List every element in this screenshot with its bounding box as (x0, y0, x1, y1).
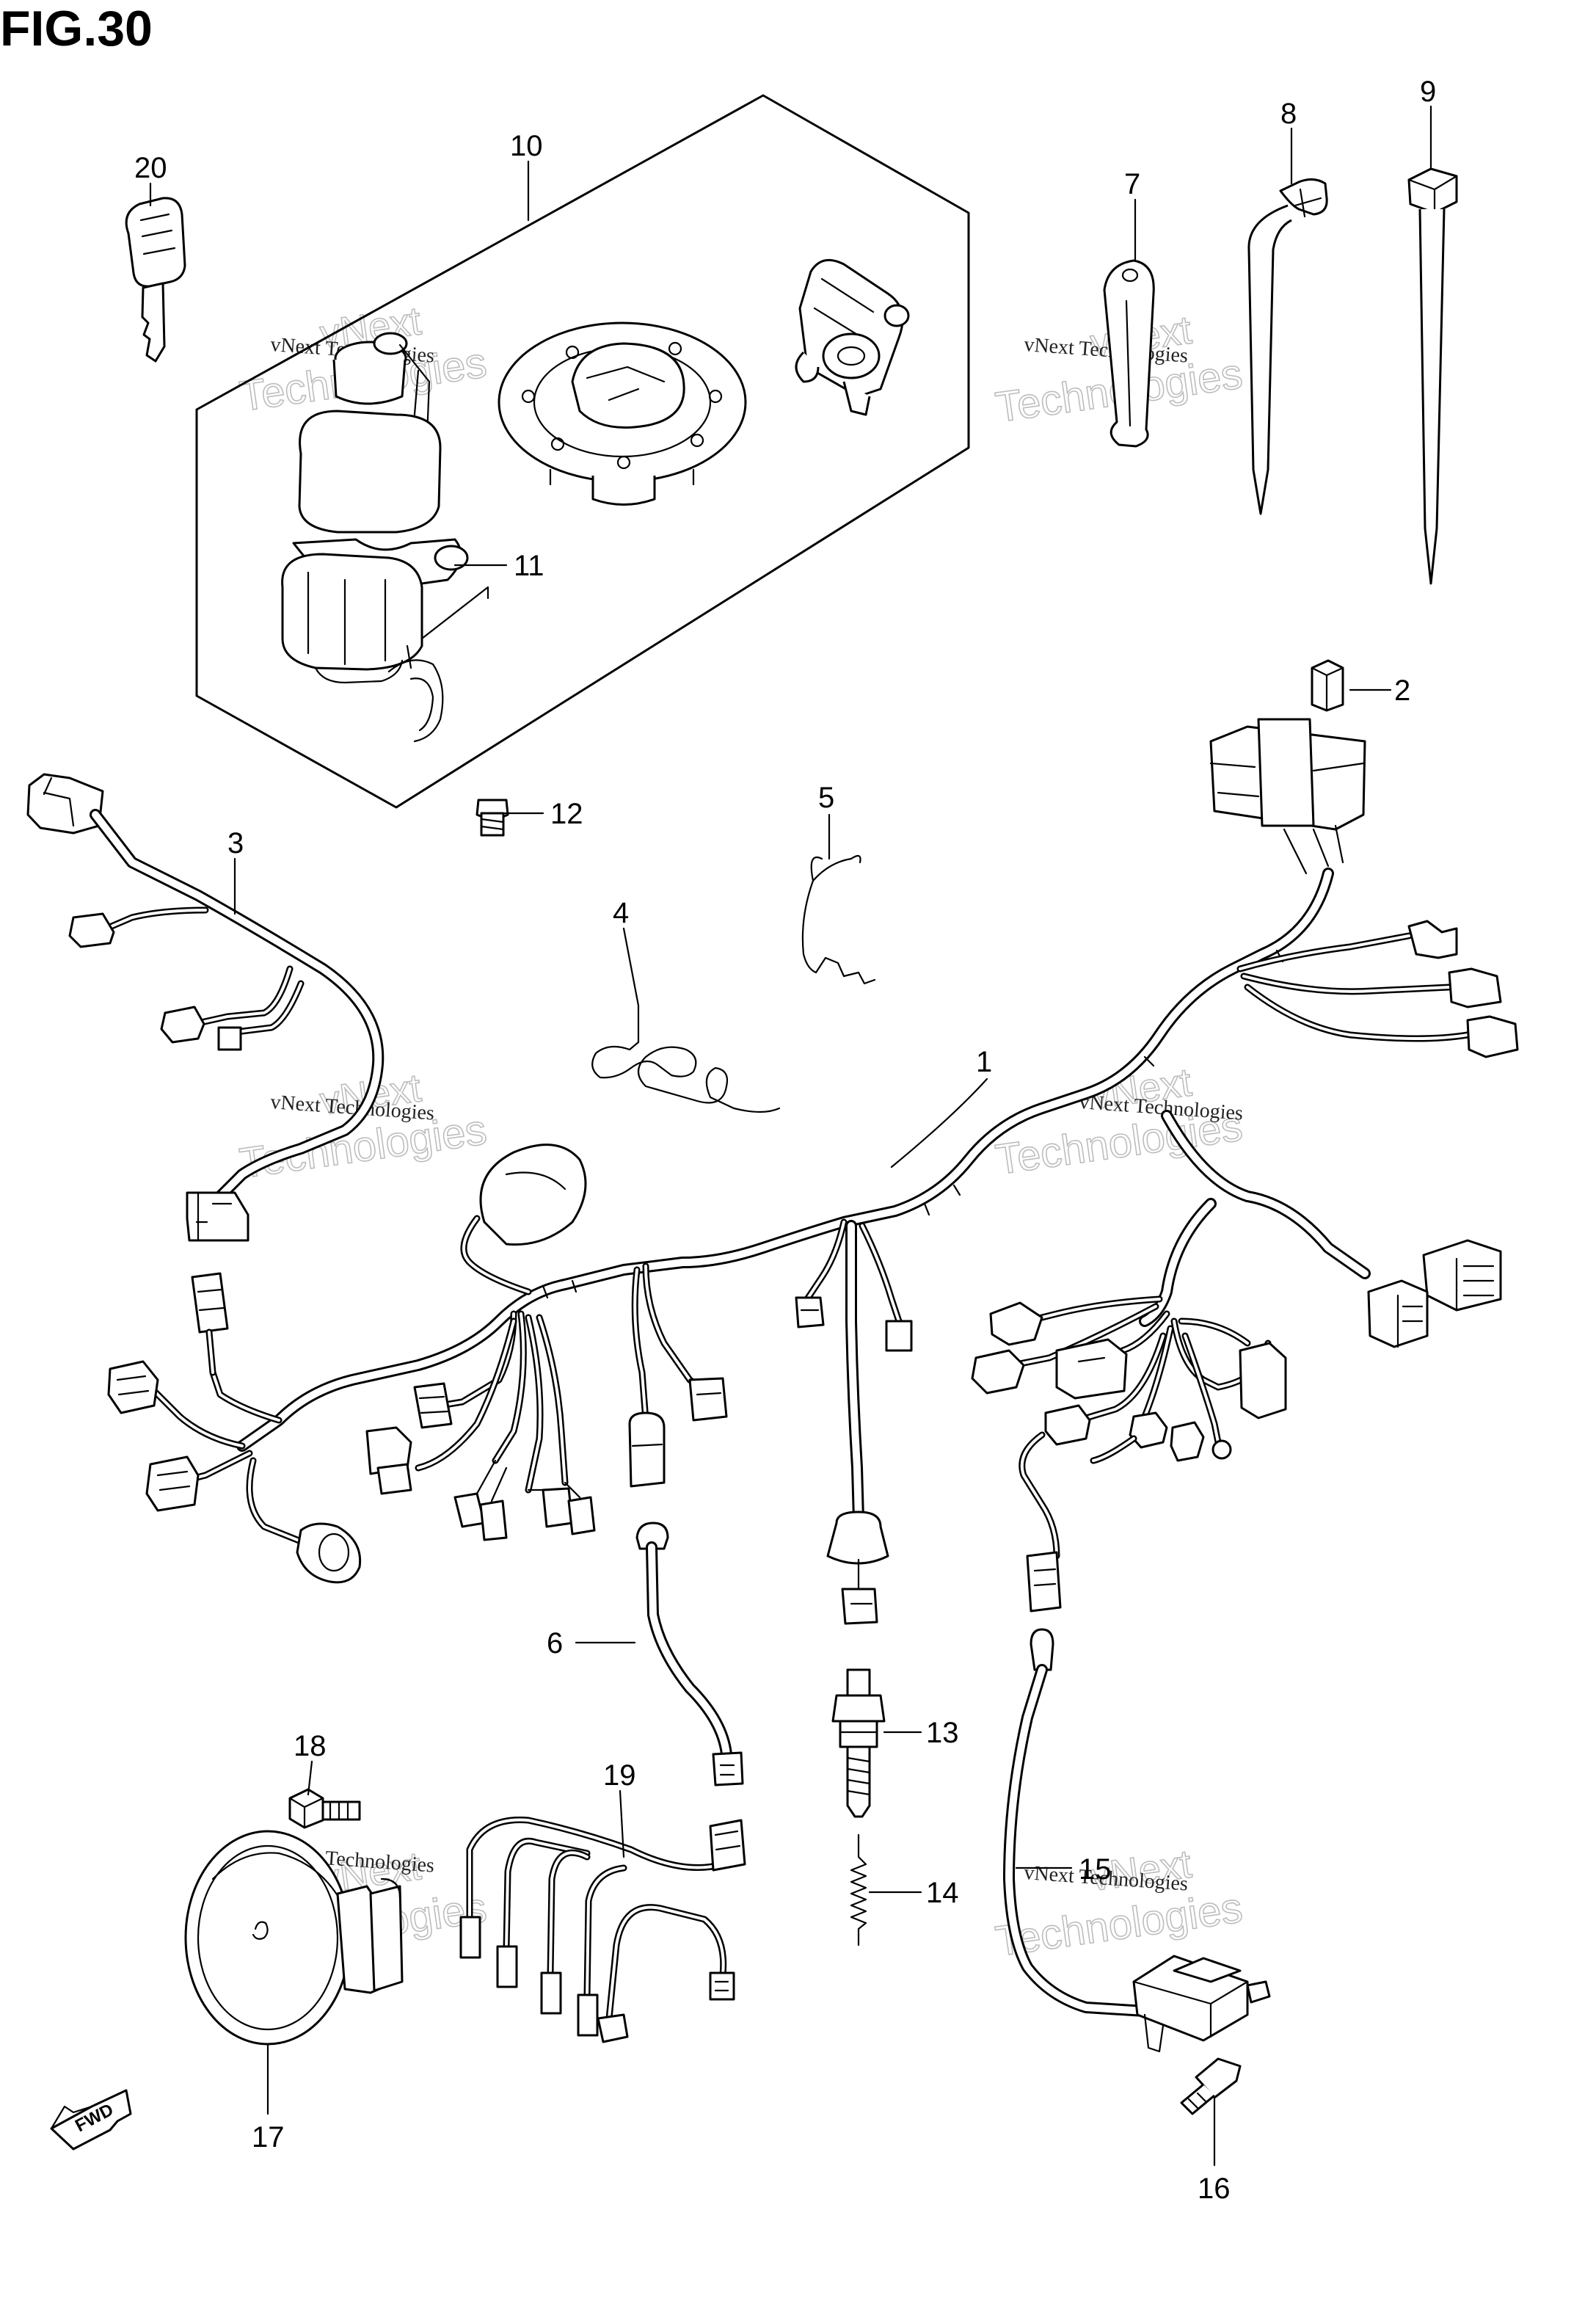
part-17-horn (184, 1830, 404, 2046)
fuse-box (1209, 718, 1366, 875)
part-7-clamp (1103, 259, 1155, 448)
part-6-lead-wire (635, 1522, 744, 1786)
part-8-clamp-tie (1247, 178, 1328, 515)
callout-9: 9 (1420, 76, 1436, 108)
callout-4: 4 (613, 897, 629, 929)
part-4-clip (591, 1004, 781, 1113)
part-5-clip (801, 854, 876, 985)
callout-10: 10 (510, 130, 543, 162)
part-9-cable-tie (1407, 167, 1458, 585)
seat-lock (795, 258, 910, 416)
part-3-sub-harness (26, 773, 385, 1242)
callout-13: 13 (926, 1717, 959, 1749)
part-20-key (125, 197, 186, 363)
part-12-screw (475, 799, 509, 837)
callout-6: 6 (547, 1627, 563, 1660)
callout-19: 19 (603, 1759, 636, 1792)
callout-3: 3 (227, 827, 244, 859)
figure-title: FIG.30 (0, 1, 153, 57)
callout-11: 11 (514, 550, 544, 582)
callout-15: 15 (1079, 1853, 1112, 1886)
callout-2: 2 (1394, 675, 1410, 707)
callout-18: 18 (294, 1730, 327, 1762)
part-18-bolt (288, 1788, 361, 1829)
part-11-ignition-switch (281, 332, 489, 743)
callout-5: 5 (818, 782, 834, 814)
part-2-fuse (1311, 659, 1344, 712)
part-1-main-harness (107, 868, 1519, 1625)
part-15-switch-wire (1003, 1628, 1271, 2053)
callout-20: 20 (134, 152, 167, 184)
callout-labels: 1 2 3 4 5 6 7 8 9 10 11 12 13 14 15 16 1… (134, 76, 1436, 2205)
callout-12: 12 (550, 798, 583, 830)
watermarks: Technologies vNext vNext Technologies Te… (236, 298, 1246, 1966)
part-16-screw (1180, 2057, 1242, 2115)
part-13-switch (831, 1668, 886, 1818)
part-10-lock-set-box (195, 94, 970, 809)
fuel-tank-cap (498, 321, 747, 506)
callout-17: 17 (252, 2121, 285, 2153)
leader-lines (149, 105, 1432, 2167)
callout-8: 8 (1280, 98, 1297, 130)
callout-1: 1 (976, 1046, 992, 1078)
callout-16: 16 (1198, 2173, 1231, 2205)
part-19-lead-wire-set (459, 1817, 746, 2043)
callout-7: 7 (1124, 168, 1140, 200)
callout-14: 14 (926, 1877, 959, 1909)
part-14-spring (850, 1833, 867, 1946)
fwd-arrow-icon: FWD (50, 2089, 132, 2151)
